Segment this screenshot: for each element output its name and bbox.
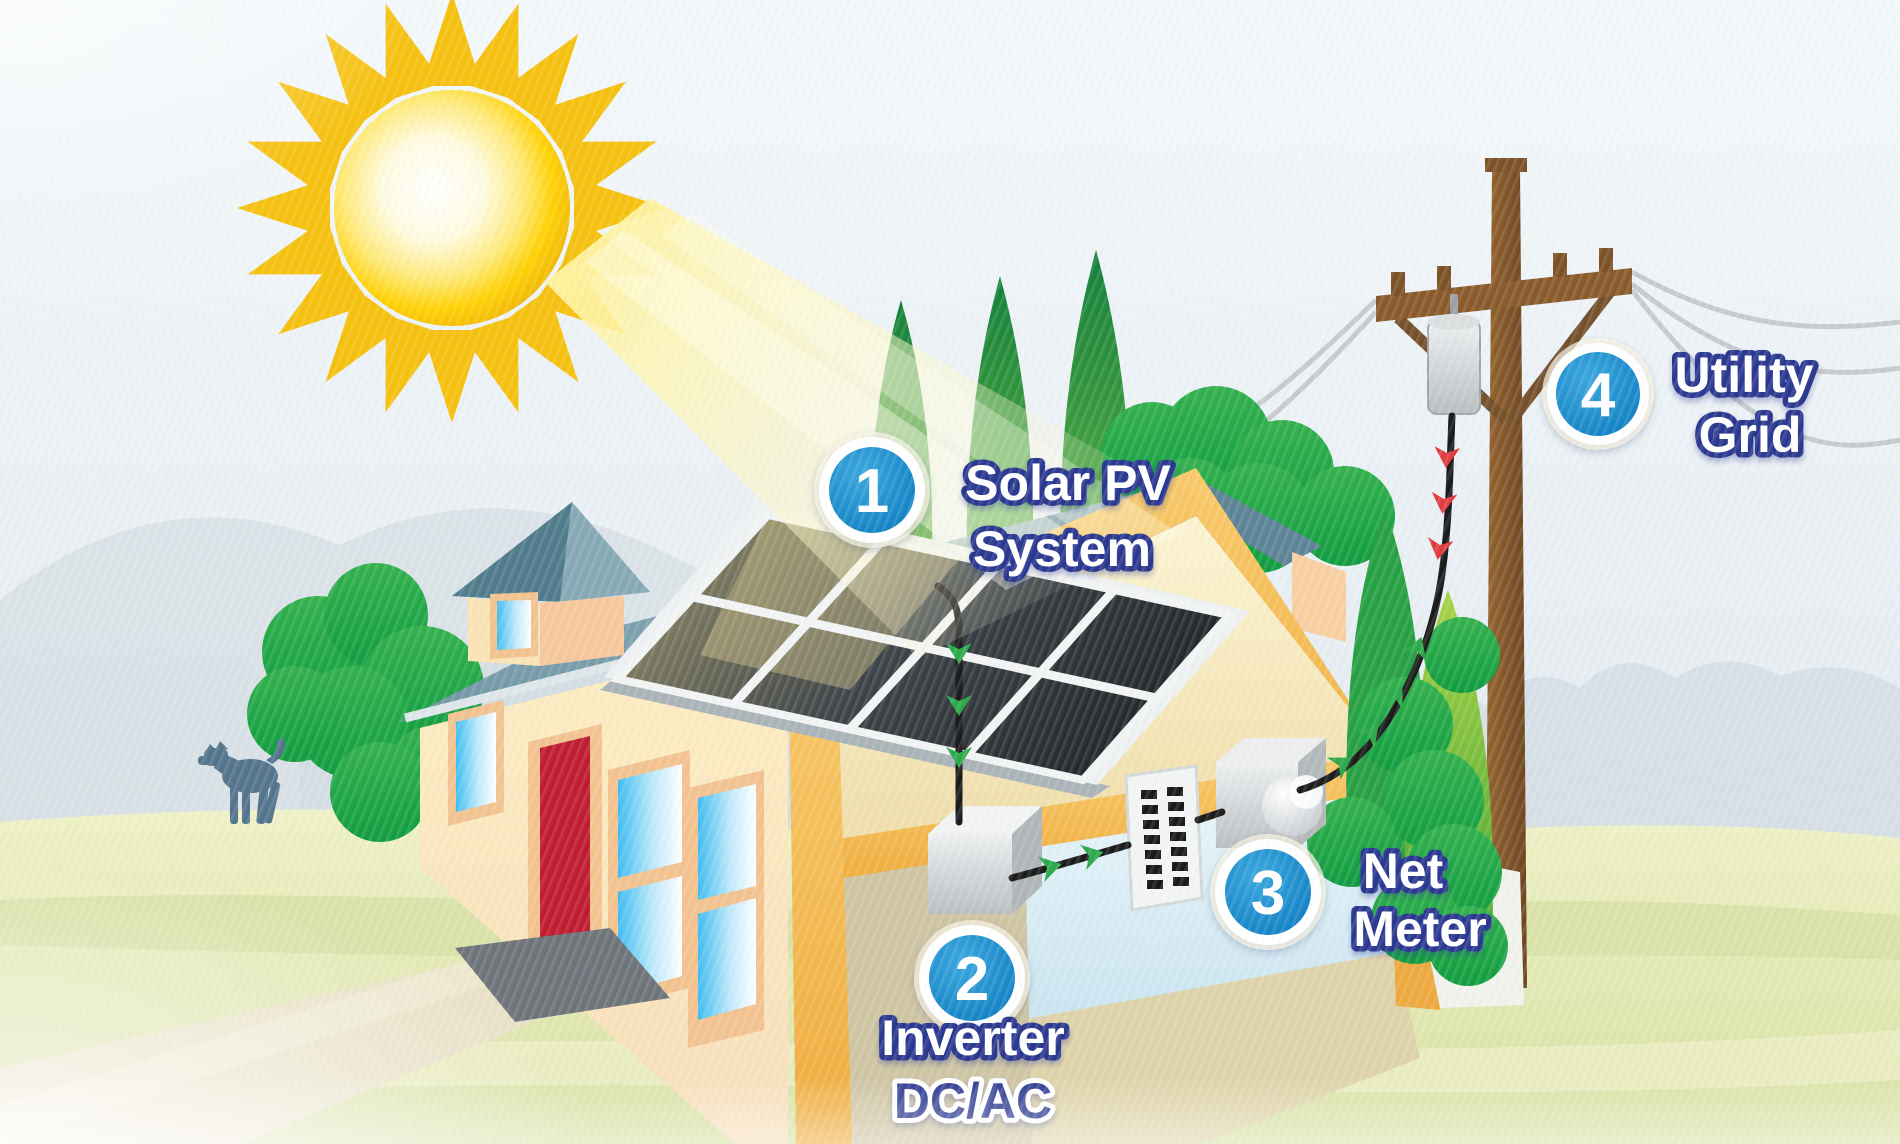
breaker-panel-icon [1124,764,1204,912]
step-2-label-line1: Inverter [881,1010,1064,1066]
step-4-number: 4 [1581,361,1616,430]
small-window [448,700,504,826]
step-1-number: 1 [855,457,889,526]
step-4-badge: 4 [1542,338,1654,450]
step-4-label-line2: Grid [1699,407,1802,463]
step-3-badge: 3 [1210,834,1326,950]
net-meter-icon [1216,738,1326,848]
step-4-label-line1: Utility [1675,347,1814,403]
step-2-number: 2 [955,945,989,1014]
step-1-label-line2: System [973,521,1151,577]
step-2-label-line2: DC/AC [894,1073,1052,1129]
step-1-badge: 1 [814,432,930,548]
inverter-icon [928,806,1042,914]
step-1-label-line1: Solar PV [965,455,1171,511]
step-3-label-line1: Net [1363,843,1444,899]
front-window [688,770,764,1048]
step-3-number: 3 [1251,859,1285,928]
step-3-label-line2: Meter [1353,901,1486,957]
